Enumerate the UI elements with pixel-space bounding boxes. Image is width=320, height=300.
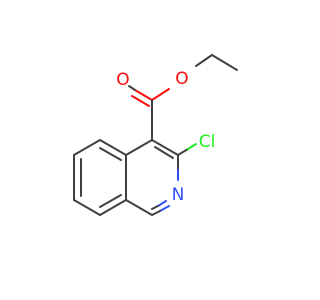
bond-c8-c8a bbox=[99, 199, 127, 216]
bond-c4-c3-inner bbox=[154, 146, 174, 159]
bond-n-c1-inner-b bbox=[151, 205, 159, 210]
atom-chlorine: Cl bbox=[199, 132, 216, 152]
atom-ester-oxygen: O bbox=[175, 69, 188, 89]
bond-n-c1-inner bbox=[157, 200, 167, 207]
bond-c3-cl-b bbox=[187, 143, 197, 150]
bond-c7-c8 bbox=[73, 199, 101, 216]
bond-methyl-methylene bbox=[211, 54, 238, 71]
bond-c1-c8a bbox=[125, 199, 153, 216]
bond-c8-c8a-inner bbox=[99, 194, 122, 208]
bond-oxygen-carbonyl bbox=[151, 88, 170, 101]
bond-c4-c3 bbox=[151, 139, 179, 156]
structure-diagram: O O Cl N bbox=[73, 54, 238, 216]
bond-c4a-c4 bbox=[125, 139, 153, 156]
molecule-drawing: O O Cl N bbox=[73, 54, 238, 216]
bond-c4a-c5-inner bbox=[99, 147, 122, 161]
bond-c4a-c5 bbox=[99, 139, 127, 156]
atom-nitrogen: N bbox=[172, 185, 185, 205]
atom-carbonyl-oxygen: O bbox=[116, 70, 129, 90]
bond-c5-c6 bbox=[73, 139, 101, 156]
bond-methylene-oxygen bbox=[195, 54, 213, 67]
bond-n-c1-b bbox=[151, 210, 161, 216]
bond-n-c1 bbox=[159, 205, 170, 212]
bond-carbonyl-double-1b bbox=[128, 85, 136, 91]
bond-carbonyl-double-2 bbox=[131, 95, 150, 107]
bond-carbonyl-double-1 bbox=[134, 89, 153, 101]
bond-c3-cl bbox=[177, 148, 189, 156]
